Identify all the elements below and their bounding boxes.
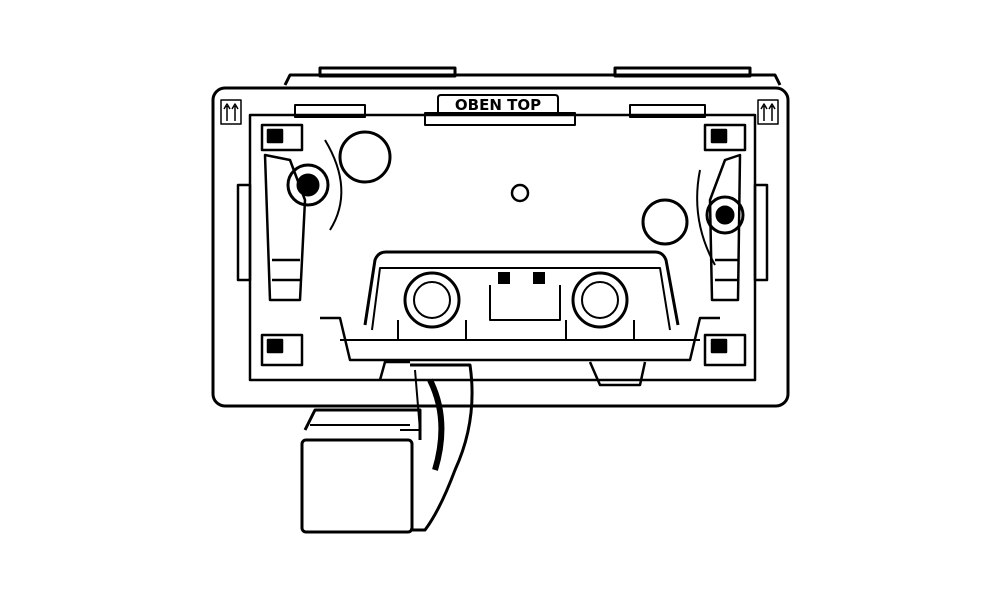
top-label: OBEN TOP <box>424 94 576 126</box>
outer-frame <box>211 86 790 408</box>
up-arrows-icon <box>220 99 242 125</box>
right-latch <box>703 123 769 367</box>
left-clip <box>397 271 467 341</box>
connector-plug <box>300 438 414 534</box>
center-cradle <box>320 250 720 362</box>
right-boss <box>641 169 745 266</box>
left-boss <box>286 130 392 231</box>
top-rails <box>283 66 782 86</box>
cable-connector <box>300 363 474 534</box>
right-clip <box>565 271 635 341</box>
up-arrows-icon <box>757 99 779 125</box>
top-label-text: OBEN TOP <box>455 96 541 114</box>
left-latch <box>236 123 307 367</box>
center-hole <box>510 183 530 203</box>
